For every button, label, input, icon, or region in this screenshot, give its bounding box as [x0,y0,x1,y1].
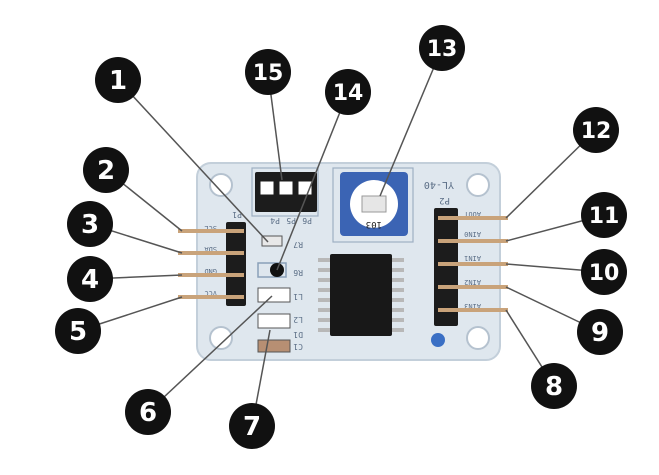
p1-label: P1 [232,210,242,219]
p5-label: P5 [286,216,296,225]
mounting-hole [466,173,490,197]
logo-mark [431,333,445,347]
callout-9: 9 [577,309,623,355]
header-pin [438,216,508,220]
l1-label: L1 [293,292,303,301]
ain2-label: AIN2 [464,278,481,286]
d1-label: D1 [293,330,303,339]
callout-8: 8 [531,363,577,409]
r7-label: R7 [293,240,303,249]
svg-text:1: 1 [109,66,127,96]
svg-text:4: 4 [81,265,99,295]
header-pin [178,251,244,255]
callout-11: 11 [581,192,627,238]
scl-label: SCL [204,224,217,232]
callout-12: 12 [573,107,619,153]
led-l1 [257,287,291,303]
callouts: 1 2 3 4 5 6 7 8 [55,25,627,449]
callout-14: 14 [325,69,371,115]
callout-7: 7 [229,403,275,449]
svg-text:12: 12 [581,119,612,144]
jumper-header [255,172,317,212]
svg-text:15: 15 [253,61,284,86]
callout-6: 6 [125,389,171,435]
callout-5: 5 [55,308,101,354]
right-pin-header [434,208,508,326]
board-model-label: YL-40 [424,179,454,190]
potentiometer: 103 [340,172,408,236]
c1-label: C1 [293,342,303,351]
callout-10: 10 [581,249,627,295]
header-pin [438,285,508,289]
svg-text:9: 9 [591,318,609,348]
callout-1: 1 [95,57,141,103]
callout-4: 4 [67,256,113,302]
svg-text:3: 3 [81,210,99,240]
header-pin [438,308,508,312]
svg-text:8: 8 [545,372,563,402]
pot-marking: 103 [366,219,382,229]
svg-text:13: 13 [427,37,458,62]
vcc-label: VCC [204,289,217,297]
svg-text:6: 6 [139,398,157,428]
sda-label: SDA [204,245,217,253]
resistor [261,235,283,247]
callout-15: 15 [245,49,291,95]
header-pin [438,239,508,243]
svg-text:7: 7 [243,412,261,442]
gnd-label: GND [204,267,217,275]
header-pin [438,262,508,266]
header-pin [178,229,244,233]
header-pin [178,295,244,299]
header-pin [178,273,244,277]
svg-text:5: 5 [69,317,87,347]
p6-label: P6 [302,216,312,225]
svg-text:14: 14 [333,81,364,106]
smd-components [257,235,291,353]
photoresistor-frame [257,262,287,278]
p4-label: P4 [270,216,280,225]
ain1-label: AIN1 [464,254,481,262]
ain0-label: AIN0 [464,230,481,238]
l2-label: L2 [293,315,303,324]
led-l2 [257,313,291,329]
svg-text:11: 11 [589,204,620,229]
mounting-hole [466,326,490,350]
ic-chip [318,254,404,336]
left-pin-header [178,222,246,306]
p2-label: P2 [439,195,450,205]
callout-13: 13 [419,25,465,71]
capacitor [257,339,291,353]
svg-text:2: 2 [97,156,115,186]
callout-2: 2 [83,147,129,193]
mounting-hole [209,173,233,197]
r6-label: R6 [293,268,303,277]
aout-label: AOUT [463,210,481,218]
callout-3: 3 [67,201,113,247]
mounting-hole [209,326,233,350]
ain3-label: AIN3 [464,302,481,310]
svg-text:10: 10 [589,261,620,286]
